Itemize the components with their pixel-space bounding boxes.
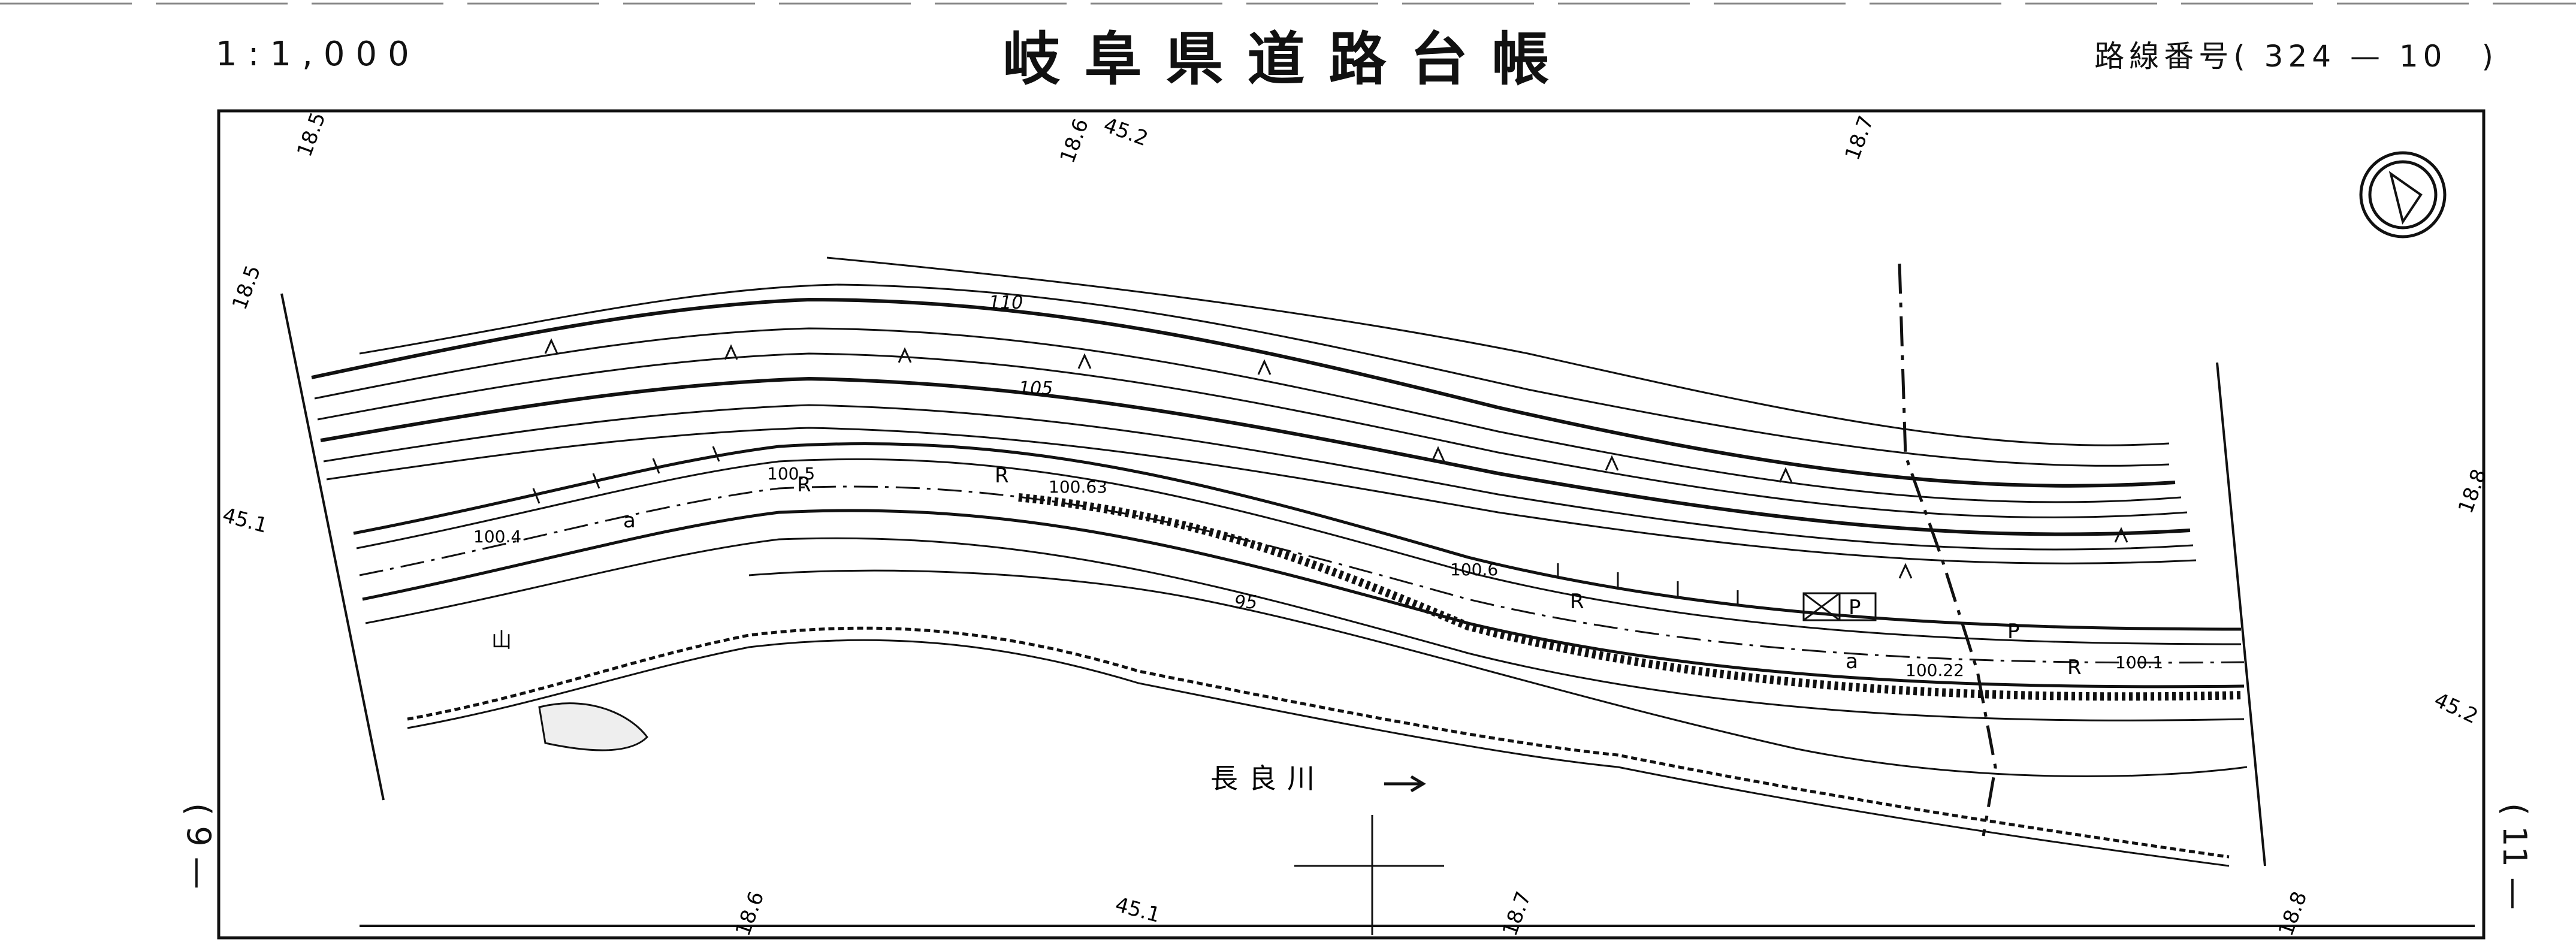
elevation-label: 100.5 — [767, 464, 815, 484]
grid-label: 18.8 — [2274, 888, 2312, 939]
road — [353, 442, 2245, 721]
road-embankment — [365, 537, 2245, 721]
riverbank — [407, 569, 2248, 867]
grid-label: 45.2 — [1100, 113, 1151, 151]
road-edge-inner — [356, 458, 2242, 645]
parking-symbols — [1802, 592, 1877, 621]
elevation-labels: 100.4 100.5 100.63 100.6 100.22 100.1 — [473, 464, 2163, 680]
administrative-boundary — [1898, 263, 1997, 837]
grid-label: 18.6 — [731, 888, 769, 939]
grid-label: 45.1 — [220, 503, 270, 538]
road-label: R — [1570, 590, 1584, 614]
grid-label: 45.1 — [1113, 893, 1162, 928]
elevation-label: 100.1 — [2115, 653, 2163, 672]
grid-label: 18.5 — [228, 262, 265, 313]
crosshair — [1294, 815, 1444, 935]
contour-line — [748, 569, 2248, 777]
road-centerline — [359, 485, 2245, 664]
contour-labels: 110 105 95 — [989, 292, 1257, 613]
contour-line — [317, 352, 2188, 518]
road-labels: a a R R R R P P — [623, 464, 2082, 680]
elevation-label: 100.22 — [1905, 660, 1964, 680]
bank-line — [407, 626, 2230, 859]
route-number: 路線番号( 324 — 10 ) — [2094, 39, 2498, 74]
north-arrow-icon — [2359, 151, 2447, 238]
contour-line — [323, 404, 2194, 551]
grid-label: 45.2 — [2430, 688, 2482, 729]
elevation-label: 100.4 — [473, 527, 521, 547]
road-edge-lower — [362, 509, 2245, 689]
contour-line — [326, 427, 2197, 564]
elevation-label: 100.6 — [1450, 560, 1498, 579]
mountain-symbol: 山 — [491, 629, 512, 653]
bank-line — [407, 639, 2230, 867]
contour-label: 105 — [1019, 378, 1053, 399]
grid-label: 18.8 — [2454, 466, 2492, 517]
contour-label: 110 — [989, 292, 1023, 313]
sand-area — [538, 702, 648, 751]
sheet-boundaries — [280, 293, 2266, 866]
contour-line — [359, 283, 2170, 467]
grid-label: 18.6 — [1056, 116, 1094, 167]
grid-label: 18.5 — [292, 109, 330, 160]
river-label: 長良川 — [1210, 762, 1325, 795]
road-label: R — [2067, 656, 2082, 680]
contour-label: 95 — [1234, 592, 1257, 613]
road-label: P — [2007, 620, 2020, 644]
road-label: R — [797, 473, 811, 497]
right-page-marker: ( 11 — — [2496, 803, 2533, 910]
river-flow-arrow — [1384, 775, 1426, 793]
grid-label: 18.7 — [1498, 888, 1536, 939]
vegetation-symbols — [544, 338, 2128, 579]
road-tick-marks — [532, 446, 1739, 605]
contour-line — [311, 297, 2176, 488]
road-label: R — [995, 464, 1009, 488]
road-label: P — [1849, 596, 1861, 620]
retaining-wall — [1018, 493, 2245, 701]
road-edge-upper — [353, 442, 2242, 631]
map-scale: 1:1,000 — [216, 34, 420, 74]
contour-line — [314, 327, 2182, 503]
left-page-marker: ( 9 — — [180, 803, 218, 889]
page-title: 岐阜県道路台帳 — [1002, 25, 1574, 93]
elevation-label: 100.63 — [1049, 477, 1107, 497]
contour-line — [320, 376, 2191, 536]
road-label: a — [623, 509, 636, 533]
grid-label: 18.7 — [1841, 113, 1879, 164]
map-frame — [217, 109, 2486, 940]
contour-lines — [311, 256, 2197, 564]
road-label: a — [1846, 650, 1858, 674]
contour-line — [826, 256, 2170, 446]
